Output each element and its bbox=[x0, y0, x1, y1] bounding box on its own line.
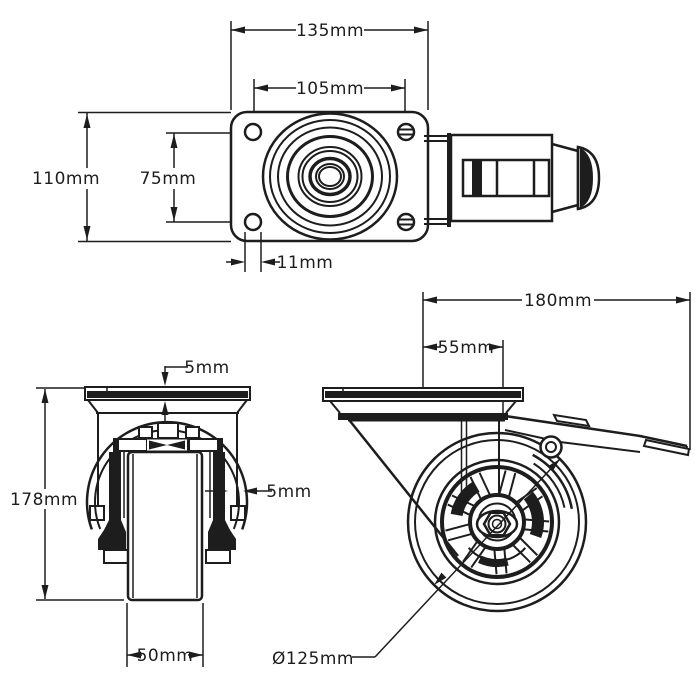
bolt-hole-top-left bbox=[243, 122, 263, 142]
dim-55mm-label: 55mm bbox=[438, 338, 495, 358]
dim-105mm-label: 105mm bbox=[296, 79, 364, 99]
front-view-neck bbox=[87, 399, 248, 414]
top-view-wheel-tread bbox=[461, 158, 551, 198]
dim-135mm: 135mm bbox=[230, 21, 429, 110]
side-view-wheel bbox=[406, 431, 588, 613]
dim-110mm-label: 110mm bbox=[32, 169, 100, 189]
dim-178mm-label: 178mm bbox=[10, 490, 78, 510]
front-view-hub bbox=[113, 422, 223, 452]
front-view-fork-legs bbox=[98, 452, 236, 564]
dim-11mm: 11mm bbox=[226, 232, 333, 273]
dim-135mm-label: 135mm bbox=[296, 21, 364, 41]
swivel-bearing-rings bbox=[261, 112, 399, 241]
top-view-fork-arms bbox=[424, 133, 451, 227]
side-view-plate bbox=[322, 387, 524, 422]
screw-top-right bbox=[396, 122, 416, 142]
dim-105mm: 105mm bbox=[253, 79, 406, 122]
side-view: 180mm 55mm bbox=[272, 291, 691, 669]
wheel-spokes bbox=[445, 470, 550, 575]
dim-125mm-label: Ø125mm bbox=[272, 649, 354, 669]
dim-110mm: 110mm bbox=[32, 111, 231, 243]
dim-75mm: 75mm bbox=[140, 132, 246, 223]
dim-180mm-label: 180mm bbox=[524, 291, 592, 311]
dim-5mm-plate: 5mm bbox=[161, 358, 229, 431]
dim-125mm: Ø125mm bbox=[272, 458, 561, 669]
side-view-fork bbox=[349, 420, 527, 562]
side-view-axle-hub bbox=[475, 509, 519, 539]
front-view-plate bbox=[84, 386, 251, 401]
dim-5mm-bracket-label: 5mm bbox=[266, 482, 311, 502]
dim-11mm-label: 11mm bbox=[277, 253, 334, 273]
front-view: 5mm bbox=[10, 358, 311, 667]
dim-180mm: 180mm bbox=[422, 291, 691, 450]
front-view-wheel bbox=[126, 450, 204, 602]
top-view: 135mm 105mm 110mm bbox=[32, 21, 601, 273]
dim-178mm: 178mm bbox=[10, 387, 124, 601]
side-view-brake-lever bbox=[504, 413, 691, 510]
top-view-brake-housing bbox=[551, 142, 601, 214]
bolt-hole-bottom-left bbox=[243, 212, 263, 232]
screw-bottom-right bbox=[396, 212, 416, 232]
dim-75mm-label: 75mm bbox=[140, 169, 197, 189]
dim-50mm: 50mm bbox=[126, 603, 204, 667]
dim-5mm-bracket: 5mm bbox=[205, 482, 311, 502]
dim-55mm: 55mm bbox=[423, 338, 504, 418]
dim-50mm-label: 50mm bbox=[137, 646, 194, 666]
dim-5mm-plate-label: 5mm bbox=[184, 358, 229, 378]
